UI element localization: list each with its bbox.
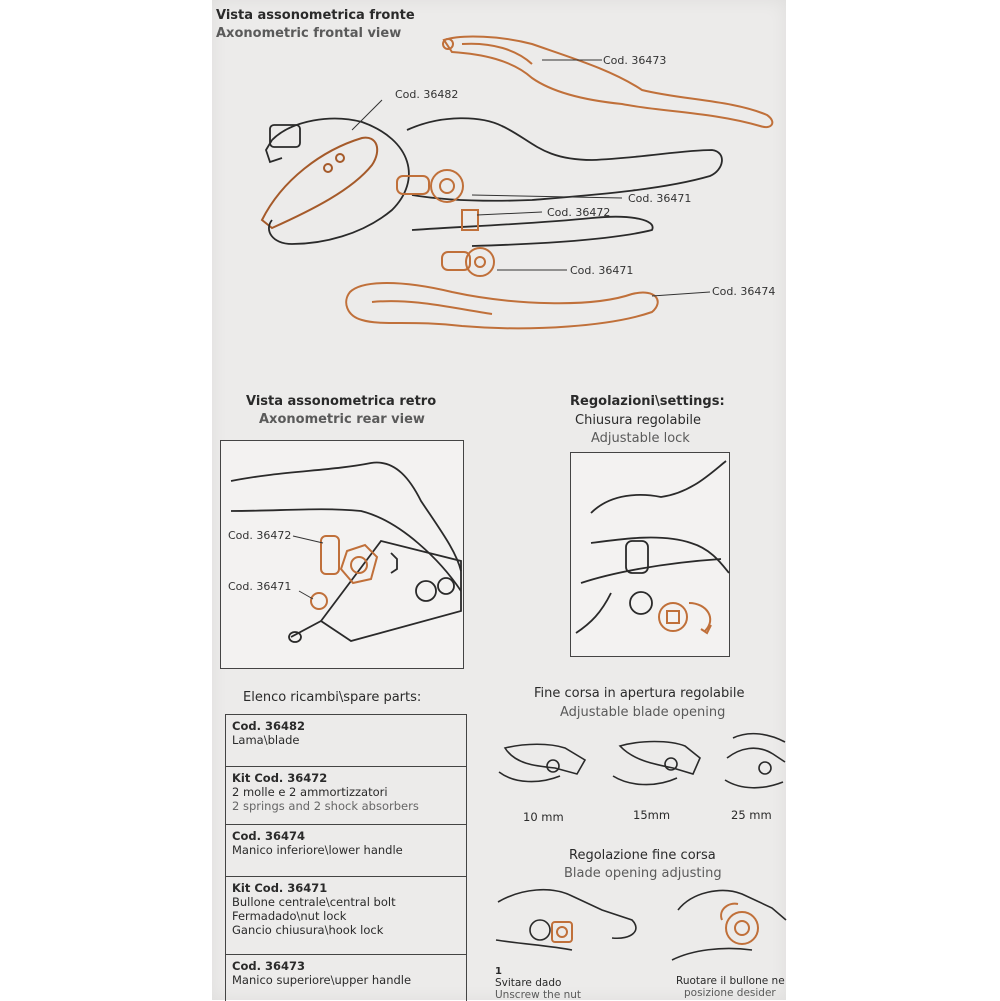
lock-title-it: Chiusura regolabile [575, 413, 701, 428]
blade-opening-title-en: Adjustable blade opening [560, 705, 726, 720]
callout-36472: Cod. 36472 [547, 206, 611, 219]
blade-adjust-title-it: Regolazione fine corsa [569, 848, 716, 863]
blade-opening-illustrations [498, 732, 786, 789]
part-code: Kit Cod. 36471 [232, 881, 328, 895]
part-row-36474: Cod. 36474 Manico inferiore\lower handle [226, 825, 466, 877]
part-desc: Manico inferiore\lower handle [232, 843, 403, 857]
rear-view-title-en: Axonometric rear view [259, 412, 425, 427]
rear-view-title-it: Vista assonometrica retro [246, 394, 437, 409]
adjustable-lock-frame [570, 452, 730, 657]
step1-text-en: Unscrew the nut [495, 989, 582, 1001]
part-row-36482: Cod. 36482 Lama\blade [226, 715, 466, 767]
size-10mm: 10 mm [523, 810, 564, 824]
rear-view-frame [220, 440, 464, 669]
part-code: Kit Cod. 36472 [232, 771, 328, 785]
part-row-36471: Kit Cod. 36471 Bullone centrale\central … [226, 877, 466, 955]
part-desc: Lama\blade [232, 733, 300, 747]
part-code: Cod. 36482 [232, 719, 305, 733]
front-exploded-illustration [260, 35, 774, 330]
blade-opening-title-it: Fine corsa in apertura regolabile [534, 686, 745, 701]
size-25mm: 25 mm [731, 808, 772, 822]
part-desc: Gancio chiusura\hook lock [232, 923, 384, 937]
part-desc: 2 molle e 2 ammortizzatori [232, 785, 388, 799]
callout-36482: Cod. 36482 [395, 88, 459, 101]
callout-36471-b: Cod. 36471 [570, 264, 634, 277]
blade-adjust-illustrations [495, 888, 787, 961]
part-code: Cod. 36473 [232, 959, 305, 973]
step1-number: 1 [495, 966, 502, 977]
part-desc: Fermadado\nut lock [232, 909, 347, 923]
part-desc-en: 2 springs and 2 shock absorbers [232, 799, 419, 813]
front-view-title-it: Vista assonometrica fronte [216, 8, 415, 23]
rear-callout-36471: Cod. 36471 [228, 580, 292, 593]
callout-36473: Cod. 36473 [603, 54, 667, 67]
step2-text-it: Ruotare il bullone ne [676, 975, 785, 987]
adjustable-lock-illustration [575, 460, 730, 635]
settings-title: Regolazioni\settings: [570, 394, 725, 409]
step1-text-it: Svitare dado [495, 977, 562, 989]
part-desc: Bullone centrale\central bolt [232, 895, 396, 909]
callout-36471-a: Cod. 36471 [628, 192, 692, 205]
size-15mm: 15mm [633, 808, 671, 822]
rear-view-illustration [230, 461, 462, 643]
part-code: Cod. 36474 [232, 829, 305, 843]
lock-title-en: Adjustable lock [591, 431, 690, 446]
callout-36474: Cod. 36474 [712, 285, 776, 298]
blade-adjust-title-en: Blade opening adjusting [564, 866, 722, 881]
part-row-36473: Cod. 36473 Manico superiore\upper handle [226, 955, 466, 1001]
rear-callout-36472: Cod. 36472 [228, 529, 292, 542]
parts-title: Elenco ricambi\spare parts: [243, 690, 422, 705]
spare-parts-table: Cod. 36482 Lama\blade Kit Cod. 36472 2 m… [225, 714, 467, 1001]
front-view-title-en: Axonometric frontal view [216, 26, 402, 41]
part-desc: Manico superiore\upper handle [232, 973, 412, 987]
step2-text-it-2: posizione desider [684, 987, 776, 999]
part-row-36472: Kit Cod. 36472 2 molle e 2 ammortizzator… [226, 767, 466, 825]
